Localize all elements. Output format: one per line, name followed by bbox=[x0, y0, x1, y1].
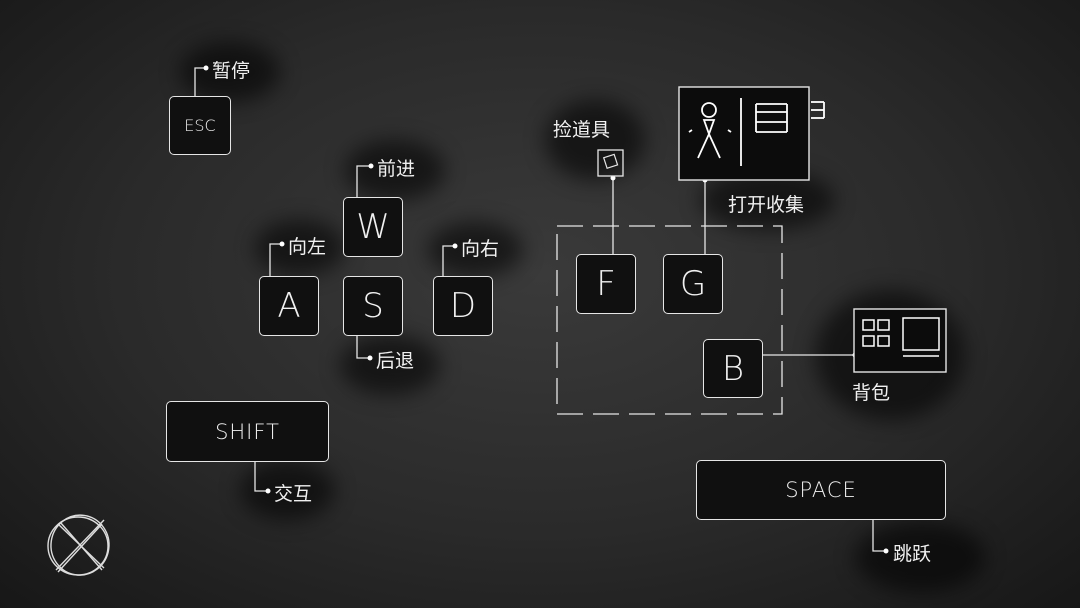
d-key[interactable]: D bbox=[433, 276, 493, 336]
item-icon bbox=[595, 147, 627, 179]
pause-label: 暂停 bbox=[212, 60, 251, 82]
right-label: 向右 bbox=[461, 238, 500, 260]
collection-icon bbox=[678, 86, 828, 182]
f-key[interactable]: F bbox=[576, 254, 636, 314]
b-key[interactable]: B bbox=[703, 339, 763, 398]
forward-label: 前进 bbox=[377, 158, 416, 180]
s-key[interactable]: S bbox=[343, 276, 403, 336]
shift-key[interactable]: SHIFT bbox=[166, 401, 329, 462]
a-key[interactable]: A bbox=[259, 276, 319, 336]
backpack-label: 背包 bbox=[852, 382, 891, 404]
pickup-label: 捡道具 bbox=[553, 119, 611, 141]
g-key[interactable]: G bbox=[663, 254, 723, 314]
space-key[interactable]: SPACE bbox=[696, 460, 946, 520]
esc-key[interactable]: ESC bbox=[169, 96, 231, 155]
interact-label: 交互 bbox=[274, 483, 313, 505]
collection-label: 打开收集 bbox=[728, 194, 805, 216]
left-label: 向左 bbox=[288, 236, 327, 258]
jump-label: 跳跃 bbox=[893, 543, 932, 565]
w-key[interactable]: W bbox=[343, 197, 403, 257]
back-label: 后退 bbox=[376, 350, 415, 372]
backpack-icon bbox=[853, 308, 948, 374]
close-icon[interactable] bbox=[44, 510, 114, 580]
